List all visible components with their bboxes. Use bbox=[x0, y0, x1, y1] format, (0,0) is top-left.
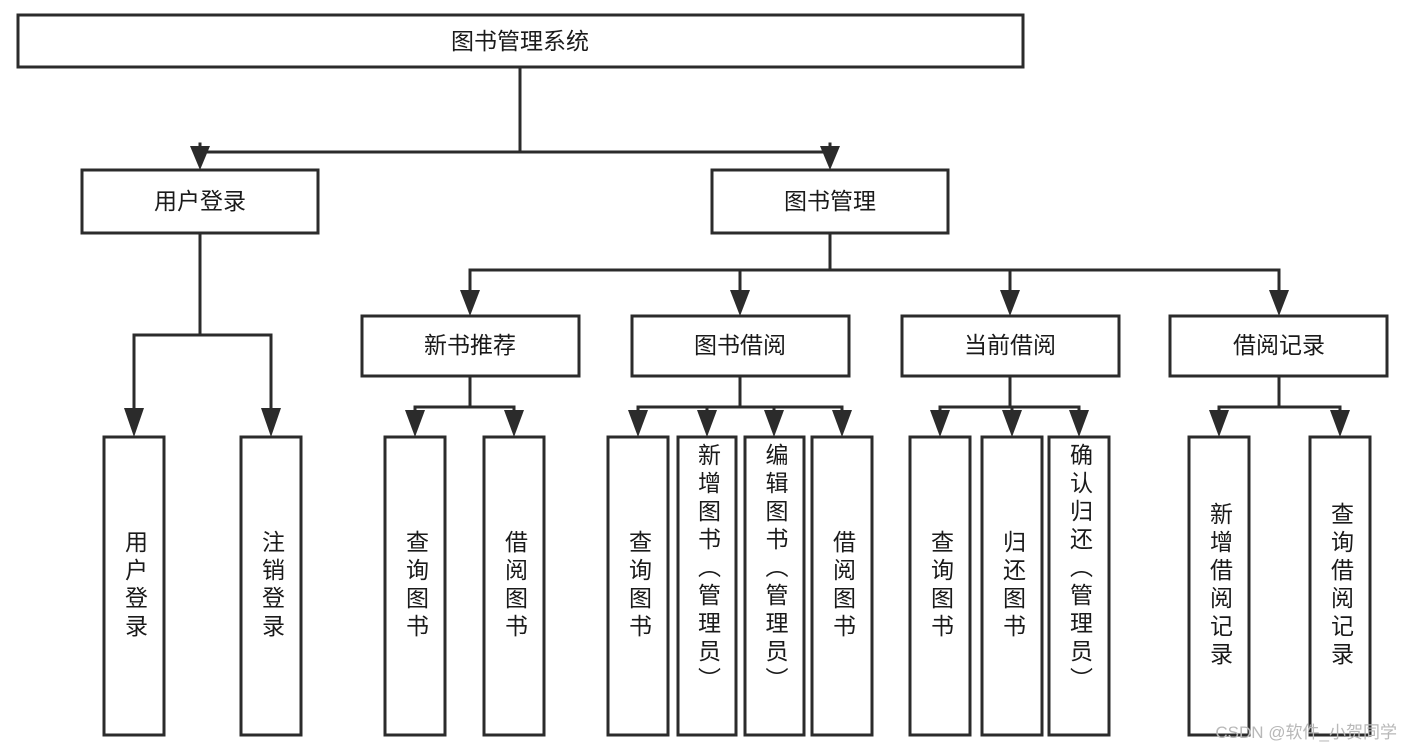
arrow-head-cb-confirm-return bbox=[1069, 410, 1089, 437]
node-user-login[interactable]: 用户登录 bbox=[80, 168, 320, 235]
node-current-borrow-box[interactable] bbox=[900, 314, 1121, 378]
node-book-management-label: 图书管理 bbox=[784, 188, 876, 214]
leaf-box-edit-book-admin[interactable] bbox=[743, 435, 806, 737]
node-new-book-recommend-box[interactable] bbox=[360, 314, 581, 378]
arrow-head-to-book-mgmt bbox=[820, 146, 840, 170]
node-book-management[interactable]: 图书管理 bbox=[710, 168, 950, 235]
node-borrow-record-box[interactable] bbox=[1168, 314, 1389, 378]
node-user-login-label: 用户登录 bbox=[154, 188, 246, 214]
leaf-box-query-book-nbr[interactable] bbox=[383, 435, 447, 737]
node-borrow-record-label: 借阅记录 bbox=[1233, 332, 1325, 358]
arrow-head-br-add-record bbox=[1209, 410, 1229, 437]
leaf-box-return-book[interactable] bbox=[980, 435, 1044, 737]
node-root-label: 图书管理系统 bbox=[451, 28, 589, 54]
node-new-book-recommend-label: 新书推荐 bbox=[424, 332, 516, 358]
leaf-box-query-book-cb[interactable] bbox=[908, 435, 972, 737]
arrow-head-nbr-borrow-book bbox=[504, 410, 524, 437]
node-book-borrow[interactable]: 图书借阅 bbox=[630, 314, 851, 378]
arrow-head-leaf-logout bbox=[261, 408, 281, 437]
node-book-borrow-label: 图书借阅 bbox=[694, 332, 786, 358]
arrow-head-cb-return-book bbox=[1002, 410, 1022, 437]
node-user-login-box[interactable] bbox=[80, 168, 320, 235]
arrow-head-br-query-record bbox=[1330, 410, 1350, 437]
node-new-book-recommend[interactable]: 新书推荐 bbox=[360, 314, 581, 378]
arrow-head-to-new-book-rec bbox=[460, 290, 480, 316]
node-book-borrow-box[interactable] bbox=[630, 314, 851, 378]
node-current-borrow[interactable]: 当前借阅 bbox=[900, 314, 1121, 378]
leaf-box-query-borrow-record[interactable] bbox=[1308, 435, 1372, 737]
leaf-box-borrow-book-nbr[interactable] bbox=[482, 435, 546, 737]
node-current-borrow-label: 当前借阅 bbox=[964, 332, 1056, 358]
arrow-head-to-book-borrow bbox=[730, 290, 750, 316]
leaf-box-confirm-return-admin[interactable] bbox=[1047, 435, 1111, 737]
node-root-system[interactable]: 图书管理系统 bbox=[16, 13, 1025, 69]
arrow-head-to-user-login bbox=[190, 146, 210, 170]
arrow-head-cb-query-book bbox=[930, 410, 950, 437]
arrow-head-to-borrow-record bbox=[1269, 290, 1289, 316]
leaf-box-user-login[interactable] bbox=[102, 435, 166, 737]
arrow-head-nbr-query-book bbox=[405, 410, 425, 437]
leaf-box-query-book-bb[interactable] bbox=[606, 435, 670, 737]
arrow-head-bb-edit-book bbox=[764, 410, 784, 437]
csdn-watermark: CSDN @软件_小贺同学 bbox=[1215, 723, 1397, 742]
node-book-management-box[interactable] bbox=[710, 168, 950, 235]
arrow-head-bb-add-book bbox=[697, 410, 717, 437]
node-root-box[interactable] bbox=[16, 13, 1025, 69]
arrow-head-bb-borrow-book bbox=[832, 410, 852, 437]
arrow-head-to-current-borrow bbox=[1000, 290, 1020, 316]
connector-layer bbox=[124, 65, 1350, 437]
arrow-head-leaf-user-login bbox=[124, 408, 144, 437]
leaf-box-add-borrow-record[interactable] bbox=[1187, 435, 1251, 737]
leaf-box-logout[interactable] bbox=[239, 435, 303, 737]
arrow-head-bb-query-book bbox=[628, 410, 648, 437]
leaf-box-borrow-book-bb[interactable] bbox=[810, 435, 874, 737]
leaf-box-layer bbox=[102, 435, 1372, 737]
leaf-box-add-book-admin[interactable] bbox=[676, 435, 738, 737]
node-borrow-record[interactable]: 借阅记录 bbox=[1168, 314, 1389, 378]
